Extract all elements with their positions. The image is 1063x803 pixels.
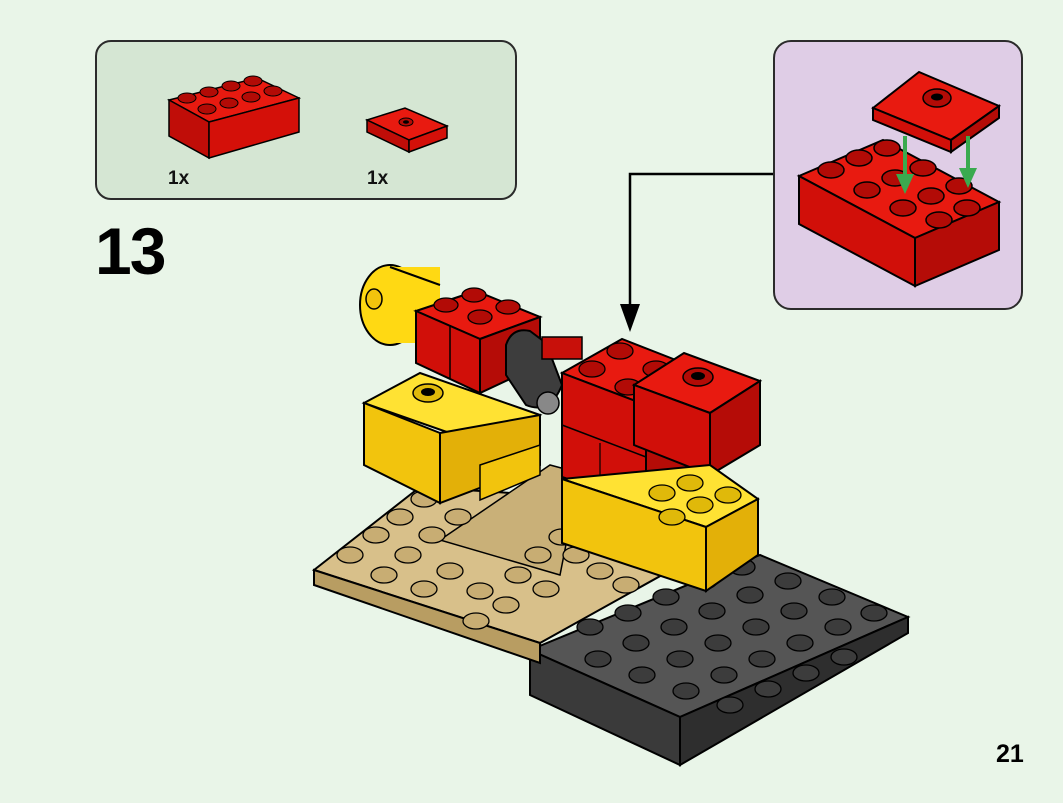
- red-brick-2x4-icon: [166, 75, 302, 160]
- part-quantity-plate: 1x: [367, 168, 389, 189]
- page-number: 21: [996, 740, 1024, 768]
- sub-assembly-callout: [773, 40, 1023, 310]
- callout-pointer-arrow: [620, 172, 773, 332]
- dark-gray-plate: [527, 553, 911, 767]
- callout-plate-on-brick-illustration: [796, 70, 1002, 288]
- red-plate-2x2-jumper-icon: [364, 107, 450, 154]
- black-connector-pin: [505, 329, 583, 415]
- parts-list-panel: 1x 1x: [95, 40, 517, 200]
- yellow-left-tower: [361, 371, 543, 505]
- yellow-right-base: [561, 463, 760, 593]
- part-quantity-brick: 1x: [168, 168, 190, 189]
- main-model-illustration: [311, 264, 911, 767]
- step-number: 13: [95, 214, 166, 288]
